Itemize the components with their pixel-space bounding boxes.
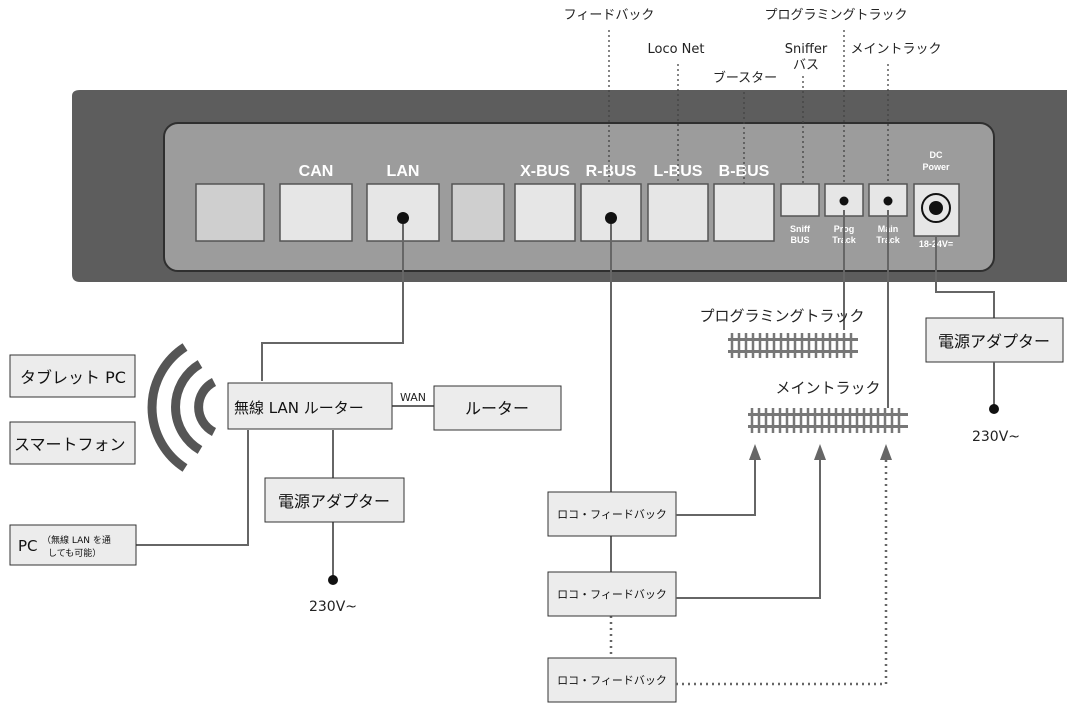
rbus-label: R-BUS bbox=[586, 163, 637, 180]
feedback-module-3-label: ロコ・フィードバック bbox=[557, 674, 667, 687]
main-track bbox=[748, 408, 908, 433]
lan-cable bbox=[261, 224, 404, 381]
tracks-section: プログラミングトラック メイントラック bbox=[699, 210, 908, 433]
router-power-adapter-box bbox=[264, 477, 405, 523]
dc-label: DC bbox=[930, 150, 943, 160]
feedback-3-arrow bbox=[880, 444, 892, 460]
sniffer-bus-callout: バス bbox=[793, 58, 819, 73]
lan-port-connector bbox=[397, 212, 409, 224]
prog-track-connector bbox=[839, 196, 849, 206]
pc-note-line2: しても可能） bbox=[48, 547, 101, 559]
feedback-module-3 bbox=[547, 657, 677, 703]
blank-port-1 bbox=[195, 183, 265, 242]
sniff-label: Sniff bbox=[790, 224, 811, 234]
main-track-connector bbox=[883, 196, 893, 206]
pc-note-line1: （無線 LAN を通 bbox=[42, 534, 111, 546]
feedback-callout: フィードバック bbox=[564, 8, 655, 23]
power-label: Power bbox=[922, 162, 950, 172]
pc-label: PC bbox=[18, 537, 38, 555]
programming-track bbox=[728, 333, 858, 358]
tablet-pc-label: タブレット PC bbox=[20, 368, 126, 387]
feedback-module-1-label: ロコ・フィードバック bbox=[557, 508, 667, 521]
bbus-label: B-BUS bbox=[719, 163, 770, 180]
bbus-port bbox=[713, 183, 775, 242]
main-track-label-text: メイントラック bbox=[775, 379, 880, 397]
programming-track-callout: プログラミングトラック bbox=[764, 8, 907, 23]
dc-power-jack-ring bbox=[921, 193, 951, 223]
feedback-2-sensor-line bbox=[676, 455, 821, 599]
feedback-module-2 bbox=[547, 571, 677, 617]
wireless-router-label: 無線 LAN ルーター bbox=[234, 399, 364, 417]
feedback-1-arrow bbox=[749, 444, 761, 460]
smartphone-box bbox=[9, 421, 136, 465]
device-power-adapter-label: 電源アダプター bbox=[938, 332, 1050, 351]
pc-box bbox=[9, 524, 137, 566]
feedback-module-2-label: ロコ・フィードバック bbox=[557, 588, 667, 601]
router-power-adapter-label: 電源アダプター bbox=[278, 492, 390, 511]
router-box bbox=[433, 385, 562, 431]
dc-power-jack bbox=[929, 201, 943, 215]
device-voltage-label: 230V~ bbox=[972, 429, 1020, 445]
router-voltage-label: 230V~ bbox=[309, 599, 357, 615]
rbus-port-connector bbox=[605, 212, 617, 224]
dc-power-section: 電源アダプター 230V~ bbox=[925, 236, 1064, 445]
wireless-router-box bbox=[227, 382, 393, 430]
can-label: CAN bbox=[299, 163, 334, 180]
pc-cable bbox=[136, 430, 249, 546]
smartphone-label: スマートフォン bbox=[14, 435, 126, 454]
lan-label: LAN bbox=[387, 163, 420, 180]
dc-power-cable bbox=[935, 236, 995, 318]
can-port bbox=[279, 183, 353, 242]
device-power-plug bbox=[989, 404, 999, 414]
sniff-bus-label: BUS bbox=[790, 235, 809, 245]
loconet-callout: Loco Net bbox=[647, 42, 704, 57]
tablet-pc-box bbox=[9, 354, 136, 398]
lbus-label: L-BUS bbox=[654, 163, 703, 180]
feedback-2-arrow bbox=[814, 444, 826, 460]
wifi-icon bbox=[147, 343, 217, 472]
sniffer-callout: Sniffer bbox=[785, 42, 828, 57]
booster-callout: ブースター bbox=[713, 70, 777, 86]
central-station-device: CAN LAN X-BUS R-BUS L-BUS B-BUS DC Power… bbox=[72, 90, 1067, 282]
feedback-module-1 bbox=[547, 491, 677, 537]
blank-port-2 bbox=[451, 183, 505, 242]
top-callouts: フィードバック プログラミングトラック Loco Net Sniffer バス … bbox=[564, 8, 942, 184]
feedback-3-sensor-line bbox=[676, 455, 888, 686]
xbus-label: X-BUS bbox=[520, 163, 570, 180]
wan-label: WAN bbox=[400, 391, 426, 404]
lbus-port bbox=[647, 183, 709, 242]
router-power-plug bbox=[328, 575, 338, 585]
feedback-1-sensor-line bbox=[676, 455, 756, 516]
xbus-port bbox=[514, 183, 576, 242]
network-section: タブレット PC スマートフォン PC （無線 LAN を通 しても可能） 無線… bbox=[9, 224, 562, 615]
main-track-callout: メイントラック bbox=[850, 42, 941, 57]
sniff-bus-port bbox=[780, 183, 820, 217]
programming-track-label: プログラミングトラック bbox=[699, 307, 864, 325]
feedback-section: ロコ・フィードバック ロコ・フィードバック ロコ・フィードバック bbox=[547, 224, 892, 703]
router-label: ルーター bbox=[465, 399, 529, 418]
